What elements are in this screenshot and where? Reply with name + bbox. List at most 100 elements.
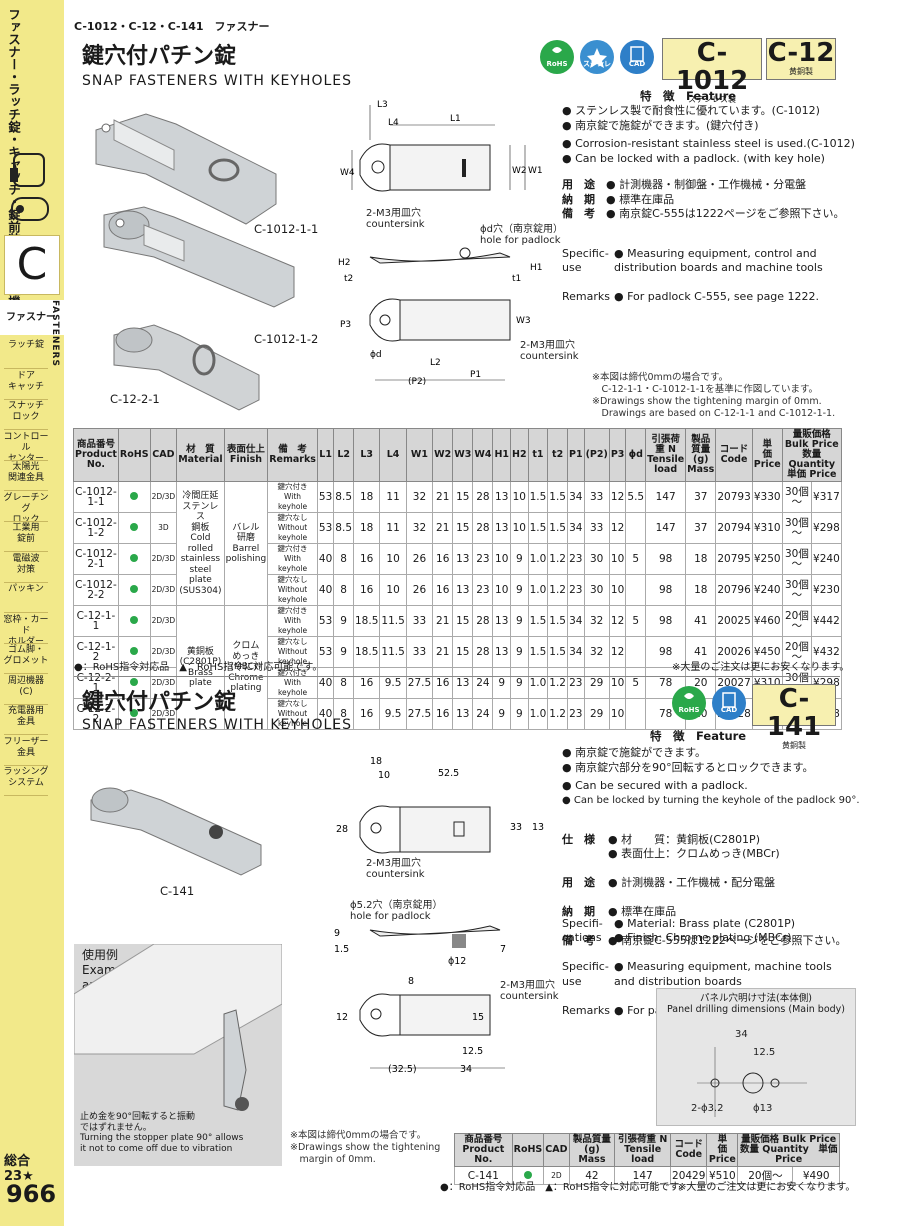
dim-l1: L1	[450, 114, 461, 124]
table-cell: 13	[492, 605, 512, 637]
table-cell: 42	[568, 1166, 616, 1185]
table-cell: 鍵穴なし Without keyhole	[267, 512, 318, 544]
table-cell: 9	[333, 605, 354, 637]
column-header: 引張荷重 N Tensile load	[614, 1133, 672, 1167]
table-cell: 1.0	[527, 698, 549, 730]
table-cell: 27.5	[405, 698, 434, 730]
table-cell: 3D	[149, 512, 178, 544]
table-cell: 1.5	[527, 605, 549, 637]
table-cell: 41	[685, 605, 717, 637]
product-code-c141: C-141 黄銅製	[752, 684, 836, 750]
table-cell: 12	[608, 605, 627, 637]
rohs-dot-icon	[130, 523, 139, 531]
table-cell: 30個～	[781, 512, 813, 544]
table-cell: ¥240	[811, 543, 842, 575]
table-cell: 21	[432, 512, 454, 544]
table-cell: 53	[316, 512, 335, 544]
column-header: 単 価 Price	[751, 428, 783, 482]
sidebar-item[interactable]: 周辺機器 (C)	[7, 675, 44, 697]
table-cell	[117, 698, 151, 730]
rohs-dot-icon	[130, 647, 139, 655]
legend-2: ●：RoHS指令対応品 ▲：RoHS指令に対応可能です。	[440, 1182, 689, 1193]
table-cell: 16	[352, 667, 381, 699]
table-cell: 1.0	[527, 574, 549, 606]
table-cell: 147	[645, 481, 687, 513]
product-code-c1012: C-1012 ステンレス製	[662, 38, 762, 104]
table-cell: 13	[492, 481, 512, 513]
table-cell: 15	[452, 636, 474, 668]
specs-jp-2: 仕 様● 材 質：黄銅板(C2801P) ● 表面仕上：クロムめっき(MBCr)…	[562, 832, 847, 948]
sidebar-item[interactable]: 電磁波 対策	[12, 553, 40, 575]
sidebar-item[interactable]: コントロール センター	[3, 431, 49, 464]
sidebar-item[interactable]: フリーザー 金具	[3, 736, 49, 758]
table-cell: 27.5	[405, 667, 434, 699]
dim-p1: P1	[470, 370, 481, 380]
table-cell	[117, 605, 151, 637]
table-cell: C-1012-2-1	[73, 543, 119, 575]
table-cell: 20429	[670, 1166, 708, 1185]
table-cell: 13	[452, 698, 474, 730]
sidebar-item[interactable]: スナッチ ロック	[7, 401, 44, 422]
table-cell: ¥240	[751, 574, 783, 606]
column-header: 引張荷重 N Tensile load	[645, 428, 687, 482]
sidebar-item[interactable]: ドア キャッチ	[7, 370, 44, 392]
product-code-c12: C-12 黄銅製	[766, 38, 836, 80]
table-cell: 34	[566, 512, 585, 544]
table-cell: 2D/3D	[149, 543, 178, 575]
table-cell: 8	[333, 698, 354, 730]
rohs-dot-icon	[130, 492, 139, 500]
table-cell: 26	[405, 543, 434, 575]
table-cell: 20794	[715, 512, 753, 544]
table-cell: 24	[472, 667, 494, 699]
sidebar-item[interactable]: 太陽光 関連金具	[7, 462, 44, 483]
section2-title-en: SNAP FASTENERS WITH KEYHOLES	[82, 717, 352, 733]
column-header: H1	[492, 428, 512, 482]
sidebar-item[interactable]: 窓枠・カード ホルダー	[3, 614, 49, 647]
table-cell: ¥317	[811, 481, 842, 513]
dim-w1: W1	[528, 166, 543, 176]
table-cell: 冷間圧延 ステンレス 鋼板 Cold rolled stainless stee…	[176, 481, 225, 606]
table-cell: C-12-2-1	[73, 667, 119, 699]
sidebar-item[interactable]: パッキン	[8, 584, 44, 594]
feature-list-2: ● 南京錠で施錠ができます。 ● 南京錠穴部分を90°回転するとロックできます。…	[562, 746, 860, 806]
column-header: (P2)	[583, 428, 610, 482]
sidebar-item[interactable]: 工業用 錠前	[12, 523, 40, 544]
table-cell: ¥250	[751, 543, 783, 575]
table-cell: 32	[405, 481, 434, 513]
table-cell: 37	[685, 512, 717, 544]
section-jp: ファスナー	[0, 300, 64, 335]
dim-28: 28	[336, 824, 348, 835]
table-cell: 40	[316, 698, 335, 730]
table-cell: 21	[432, 636, 454, 668]
table-cell	[625, 636, 647, 668]
dim-7: 7	[500, 944, 506, 955]
table-cell: 23	[566, 543, 585, 575]
table-cell: 53	[316, 605, 335, 637]
table-cell: 32	[583, 636, 610, 668]
table-cell	[117, 481, 151, 513]
table-cell: 30	[583, 543, 610, 575]
sidebar-item[interactable]: ゴム脚・ グロメット	[3, 645, 49, 666]
table-cell: 18.5	[352, 605, 381, 637]
section-letter: C	[4, 235, 60, 295]
table-cell: 13	[492, 512, 512, 544]
table-cell: 鍵穴なし Without keyhole	[267, 698, 318, 730]
sidebar-item[interactable]: ラッチ錠	[7, 340, 44, 350]
table-cell: 21	[432, 481, 454, 513]
dim-52-5: 52.5	[438, 768, 459, 779]
sidebar-item[interactable]: グレーチング ロック	[3, 492, 49, 525]
product-photo-c1012-1-1	[95, 113, 277, 225]
column-header: L3	[352, 428, 381, 482]
table-cell: 11	[379, 512, 407, 544]
feature-list-1: ● ステンレス製で耐食性に優れています。(C-1012) ● 南京錠で施錠ができ…	[562, 104, 855, 165]
column-header: 商品番号 Product No.	[454, 1133, 513, 1167]
application-example: 使用例 Example of application 止め金を90°回転すると振…	[74, 944, 282, 1166]
sidebar-item[interactable]: 充電器用 金具	[7, 706, 44, 727]
table-cell: 41	[685, 636, 717, 668]
section2-title-jp: 鍵穴付パチン錠	[82, 690, 237, 715]
table-cell: 9	[510, 605, 529, 637]
column-header: CAD	[543, 1133, 570, 1167]
sidebar-item[interactable]: ラッシング システム	[3, 767, 49, 788]
table-cell: 鍵穴付き With keyhole	[267, 543, 318, 575]
